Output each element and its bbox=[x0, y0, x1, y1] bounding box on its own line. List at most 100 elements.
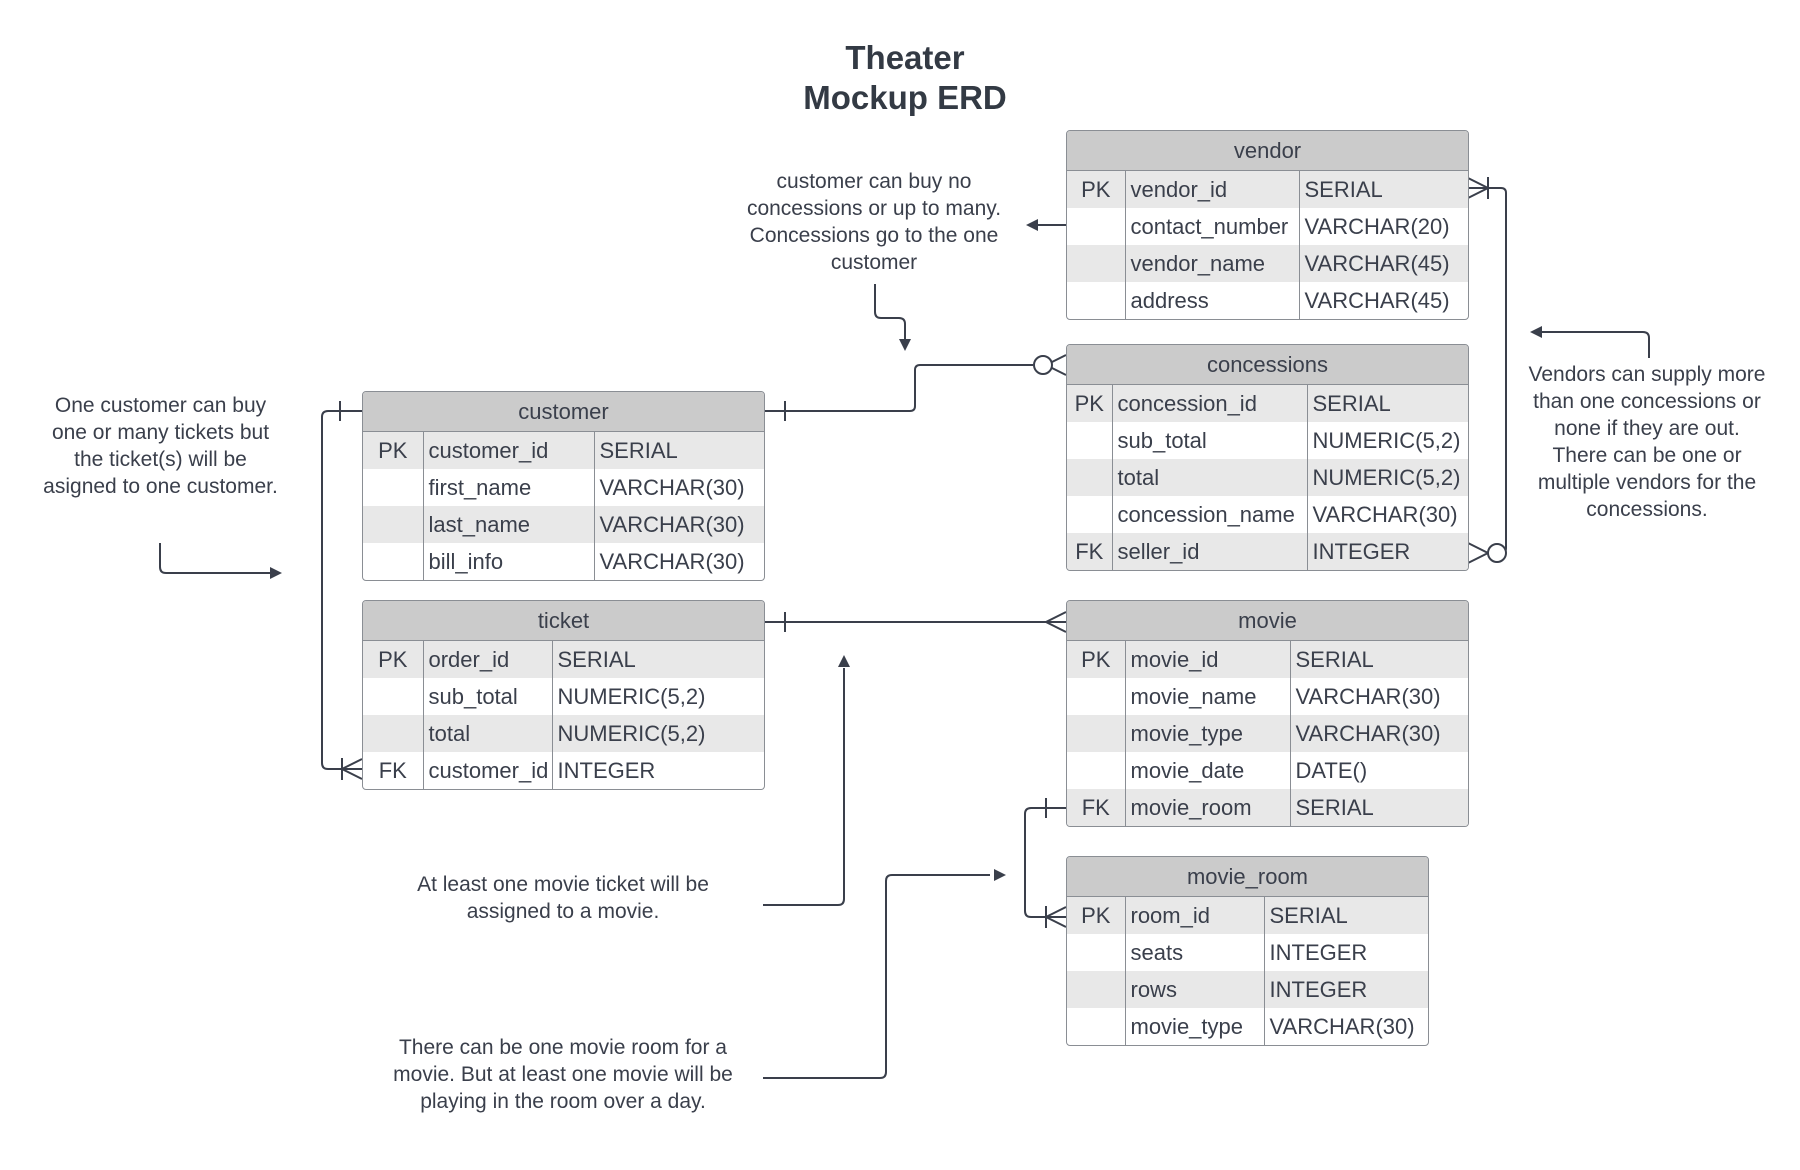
note-vendors: Vendors can supply more than one concess… bbox=[1528, 363, 1766, 521]
field-name: vendor_id bbox=[1125, 171, 1300, 208]
entity-header: vendor bbox=[1067, 131, 1468, 171]
arrowhead-customer-note bbox=[270, 567, 282, 579]
field-type: SERIAL bbox=[594, 432, 764, 469]
field-type: SERIAL bbox=[1290, 641, 1468, 678]
field-type: INTEGER bbox=[557, 757, 656, 783]
key-cell: FK bbox=[1067, 533, 1113, 570]
entity-header: customer bbox=[363, 392, 764, 432]
arrow-vendors-note bbox=[1542, 331, 1650, 358]
field-name: first_name bbox=[423, 469, 595, 506]
crow-many-ticket bbox=[339, 758, 363, 780]
title-line-2: Mockup ERD bbox=[803, 79, 1007, 116]
crow-many-movie bbox=[1043, 611, 1067, 633]
key-cell bbox=[1067, 971, 1126, 1008]
rel-customer-concessions bbox=[763, 364, 1033, 412]
note-concessions: customer can buy no concessions or up to… bbox=[746, 170, 1002, 274]
field-type: NUMERIC(5,2) bbox=[552, 715, 764, 752]
field-name: movie_type bbox=[1125, 1008, 1265, 1045]
field-name: customer_id bbox=[423, 432, 595, 469]
field-name: contact_number bbox=[1125, 208, 1300, 245]
crow-zero-circle-concessions bbox=[1033, 355, 1053, 375]
key-cell: PK bbox=[1067, 171, 1126, 208]
rel-vendor-concessions bbox=[1468, 187, 1507, 554]
field-name: seller_id bbox=[1112, 533, 1308, 570]
note-ticket-movie: At least one movie ticket will be assign… bbox=[417, 873, 709, 923]
field-type: VARCHAR(30) bbox=[599, 474, 745, 500]
entity-header: movie bbox=[1067, 601, 1468, 641]
field-type: VARCHAR(20) bbox=[1304, 213, 1450, 239]
key-cell: PK bbox=[1067, 897, 1126, 934]
field-name: room_id bbox=[1125, 897, 1265, 934]
key-cell bbox=[1067, 459, 1113, 496]
key-cell bbox=[1067, 282, 1126, 319]
field-type: VARCHAR(30) bbox=[599, 548, 745, 574]
field-type: INTEGER bbox=[1269, 939, 1368, 965]
field-name: bill_info bbox=[423, 543, 595, 580]
diagram-title: Theater Mockup ERD bbox=[700, 38, 1110, 118]
field-type: DATE() bbox=[1295, 757, 1368, 783]
field-type: VARCHAR(30) bbox=[594, 506, 764, 543]
field-type: NUMERIC(5,2) bbox=[557, 683, 706, 709]
field-type: VARCHAR(30) bbox=[1295, 683, 1441, 709]
key-cell: PK bbox=[363, 432, 424, 469]
field-type: SERIAL bbox=[552, 641, 764, 678]
key-cell bbox=[1067, 245, 1126, 282]
key-cell bbox=[1067, 752, 1126, 789]
key-cell bbox=[363, 715, 424, 752]
field-name: concession_name bbox=[1112, 496, 1308, 533]
title-line-1: Theater bbox=[845, 39, 965, 76]
field-name: movie_room bbox=[1125, 789, 1291, 826]
key-cell: FK bbox=[1067, 789, 1126, 826]
field-type: NUMERIC(5,2) bbox=[1312, 427, 1461, 453]
rel-movie-movieroom bbox=[1024, 807, 1066, 918]
arrow-concessions-note-down bbox=[874, 284, 906, 340]
entity-header: concessions bbox=[1067, 345, 1468, 385]
field-name: sub_total bbox=[423, 678, 553, 715]
field-name: sub_total bbox=[1112, 422, 1308, 459]
field-name: customer_id bbox=[423, 752, 553, 789]
field-name: address bbox=[1125, 282, 1300, 319]
key-cell: PK bbox=[363, 641, 424, 678]
field-type: SERIAL bbox=[1307, 385, 1468, 422]
entity-header: ticket bbox=[363, 601, 764, 641]
rel-customer-ticket bbox=[321, 410, 362, 770]
field-name: movie_date bbox=[1125, 752, 1291, 789]
field-type: NUMERIC(5,2) bbox=[1307, 459, 1468, 496]
